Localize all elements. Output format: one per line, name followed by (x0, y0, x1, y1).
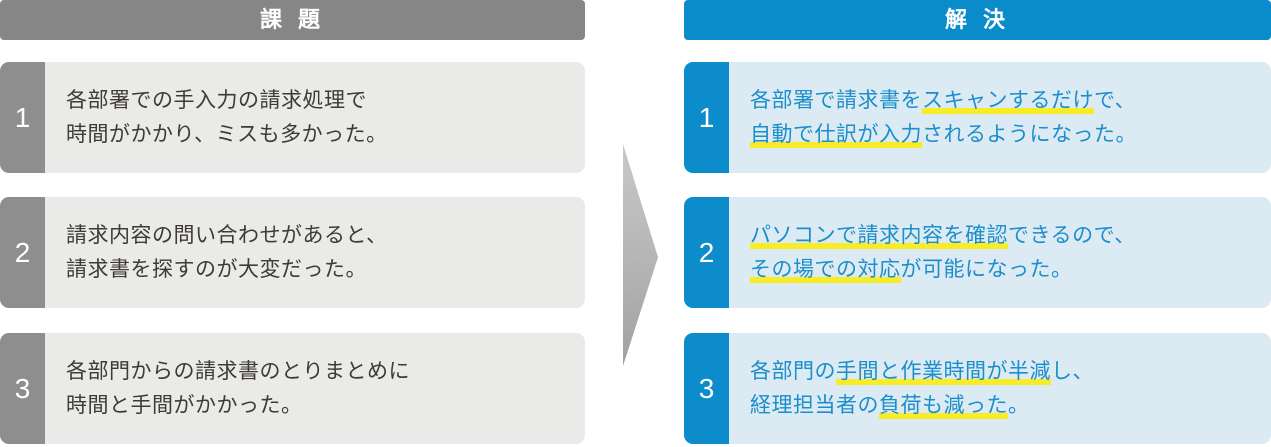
text-segment: が可能になった。 (900, 257, 1073, 281)
right-arrow-icon (623, 144, 658, 366)
solution-number-badge: 3 (684, 333, 729, 444)
highlighted-phrase: スキャンするだけ (922, 88, 1094, 114)
text-segment: 。 (1008, 393, 1030, 417)
text-segment: されるようになった。 (922, 122, 1137, 146)
text-segment: 経理担当者の (750, 393, 879, 417)
issue-item-2: 2 請求内容の問い合わせがあると、 請求書を探すのが大変だった。 (0, 197, 585, 308)
issue-number-badge: 1 (0, 62, 45, 173)
highlighted-phrase: その場での対応 (750, 257, 901, 283)
issues-header: 課 題 (0, 0, 585, 40)
issues-column: 課 題 1 各部署での手入力の請求処理で 時間がかかり、ミスも多かった。 2 請… (0, 0, 585, 447)
issue-number-badge: 3 (0, 333, 45, 444)
issue-text-box: 請求内容の問い合わせがあると、 請求書を探すのが大変だった。 (45, 197, 585, 308)
highlighted-phrase: 自動で仕訳が入力 (750, 122, 922, 148)
issue-text-box: 各部門からの請求書のとりまとめに 時間と手間がかかった。 (45, 333, 585, 444)
solution-text-line: 自動で仕訳が入力されるようになった。 (750, 118, 1271, 152)
solution-text-box: パソコンで請求内容を確認できるので、 その場での対応が可能になった。 (729, 197, 1271, 308)
text-segment: で、 (1094, 88, 1137, 112)
issue-text-line: 請求書を探すのが大変だった。 (66, 257, 367, 281)
solutions-header: 解 決 (684, 0, 1271, 40)
highlighted-phrase: パソコンで請求内容を確認 (750, 223, 1008, 249)
issue-number-badge: 2 (0, 197, 45, 308)
highlighted-phrase: 手間と作業時間が半減 (836, 359, 1051, 385)
solution-text-line: 各部門の手間と作業時間が半減し、 (750, 355, 1271, 389)
issue-item-1: 1 各部署での手入力の請求処理で 時間がかかり、ミスも多かった。 (0, 62, 585, 173)
highlighted-phrase: 負荷も減った (879, 393, 1008, 419)
solutions-column: 解 決 1 各部署で請求書をスキャンするだけで、 自動で仕訳が入力されるようにな… (684, 0, 1271, 447)
solution-number-badge: 2 (684, 197, 729, 308)
solution-text-box: 各部署で請求書をスキャンするだけで、 自動で仕訳が入力されるようになった。 (729, 62, 1271, 173)
issue-text-line: 請求内容の問い合わせがあると、 (66, 223, 388, 247)
solution-number-badge: 1 (684, 62, 729, 173)
text-segment: 各部署で請求書を (750, 88, 922, 112)
issue-text-box: 各部署での手入力の請求処理で 時間がかかり、ミスも多かった。 (45, 62, 585, 173)
issue-text-line: 各部門からの請求書のとりまとめに (66, 359, 410, 383)
text-segment: できるので、 (1008, 223, 1136, 247)
solution-text-box: 各部門の手間と作業時間が半減し、 経理担当者の負荷も減った。 (729, 333, 1271, 444)
solution-item-3: 3 各部門の手間と作業時間が半減し、 経理担当者の負荷も減った。 (684, 333, 1271, 444)
text-segment: 各部門の (750, 359, 836, 383)
text-segment: し、 (1051, 359, 1094, 383)
issue-text-line: 時間がかかり、ミスも多かった。 (66, 122, 388, 146)
solution-item-1: 1 各部署で請求書をスキャンするだけで、 自動で仕訳が入力されるようになった。 (684, 62, 1271, 173)
issue-text-line: 時間と手間がかかった。 (66, 393, 303, 417)
solution-item-2: 2 パソコンで請求内容を確認できるので、 その場での対応が可能になった。 (684, 197, 1271, 308)
solution-text-line: その場での対応が可能になった。 (750, 253, 1271, 287)
solution-text-line: 各部署で請求書をスキャンするだけで、 (750, 84, 1271, 118)
solution-text-line: パソコンで請求内容を確認できるので、 (750, 219, 1271, 253)
issue-item-3: 3 各部門からの請求書のとりまとめに 時間と手間がかかった。 (0, 333, 585, 444)
solution-text-line: 経理担当者の負荷も減った。 (750, 389, 1271, 423)
issue-text-line: 各部署での手入力の請求処理で (66, 88, 367, 112)
